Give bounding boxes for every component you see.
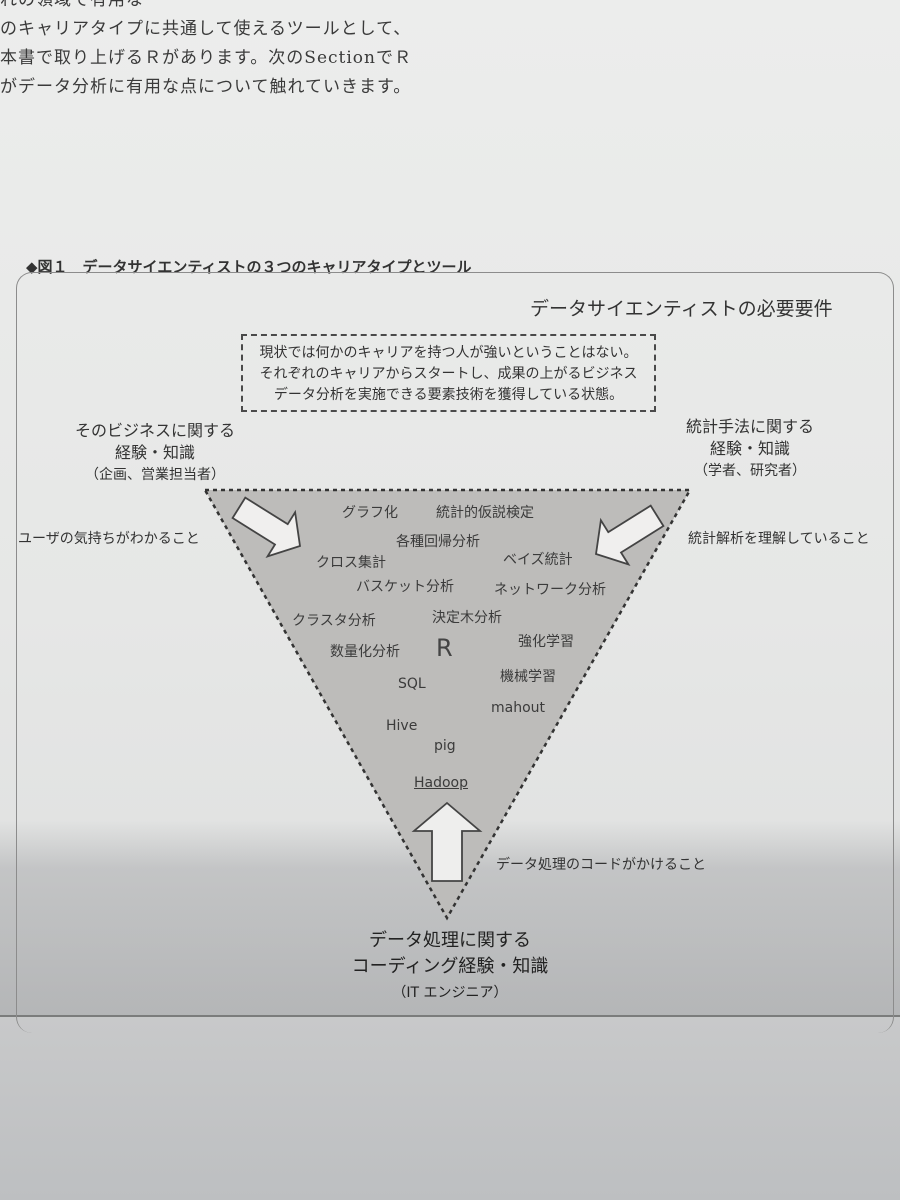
figure-caption: ◆図１ データサイエンティストの３つのキャリアタイプとツール <box>26 258 472 276</box>
term-hadoop: Hadoop <box>414 775 469 791</box>
term-pig: pig <box>434 738 456 754</box>
body-line: のキャリアタイプに共通して使えるツールとして、 <box>0 19 412 39</box>
corner-engineering-sub: （IT エンジニア） <box>392 985 508 1001</box>
body-paragraph: れの領域で有用な のキャリアタイプに共通して使えるツールとして、 本書で取り上げ… <box>0 0 430 102</box>
corner-business-sub: （企画、営業担当者） <box>85 467 225 483</box>
note-box: 現状では何かのキャリアを持つ人が強いということはない。 それぞれのキャリアからス… <box>241 334 656 412</box>
note-line: データ分析を実施できる要素技術を獲得している状態。 <box>273 387 624 403</box>
triangle-outline <box>202 488 693 921</box>
body-line: がデータ分析に有用な点について触れていきます。 <box>0 77 412 97</box>
arrow-left-icon <box>231 496 301 558</box>
triangle-fill <box>205 490 690 918</box>
term-hive: Hive <box>386 718 418 734</box>
corner-business-line2: 経験・知識 <box>114 443 195 462</box>
body-line: れの領域で有用な <box>0 0 144 10</box>
term-bayes: ベイズ統計 <box>503 552 573 568</box>
arrow-up-icon <box>411 801 483 882</box>
term-graph: グラフ化 <box>342 505 398 521</box>
term-r: R <box>436 634 453 662</box>
term-cluster: クラスタ分析 <box>292 613 376 629</box>
term-mahout: mahout <box>491 700 546 716</box>
term-tree: 決定木分析 <box>432 610 502 626</box>
corner-engineering-line1: データ処理に関する <box>369 930 531 951</box>
term-quant: 数量化分析 <box>330 644 400 660</box>
term-ml: 機械学習 <box>500 669 556 685</box>
term-network: ネットワーク分析 <box>494 582 606 598</box>
corner-statistics-line1: 統計手法に関する <box>685 417 814 436</box>
body-line: 本書で取り上げるＲがあります。次のSectionでＲ <box>0 48 412 68</box>
term-cross: クロス集計 <box>316 555 386 571</box>
term-regression: 各種回帰分析 <box>396 534 480 550</box>
term-hypothesis: 統計的仮説検定 <box>436 505 534 521</box>
corner-business: そのビジネスに関する 経験・知識 （企画、営業担当者） <box>50 420 260 486</box>
term-reinforce: 強化学習 <box>518 634 574 650</box>
table-surface <box>0 1017 900 1200</box>
corner-statistics-line2: 経験・知識 <box>709 439 790 458</box>
arrow-right-icon <box>595 504 665 566</box>
corner-statistics-sub: （学者、研究者） <box>694 463 806 479</box>
corner-statistics: 統計手法に関する 経験・知識 （学者、研究者） <box>650 416 850 482</box>
side-label-left: ユーザの気持ちがわかること <box>18 531 200 547</box>
corner-engineering: データ処理に関する コーディング経験・知識 （IT エンジニア） <box>300 928 600 1006</box>
figure-frame <box>16 272 894 1033</box>
corner-business-line1: そのビジネスに関する <box>74 421 235 440</box>
term-sql: SQL <box>398 676 426 692</box>
side-label-bottom: データ処理のコードがかけること <box>496 857 706 873</box>
note-line: 現状では何かのキャリアを持つ人が強いということはない。 <box>259 345 638 361</box>
term-basket: バスケット分析 <box>356 579 454 595</box>
corner-engineering-line2: コーディング経験・知識 <box>351 956 549 977</box>
figure-title: データサイエンティストの必要要件 <box>530 298 833 320</box>
note-line: それぞれのキャリアからスタートし、成果の上がるビジネス <box>259 366 638 382</box>
page-edge <box>0 1015 900 1017</box>
side-label-right: 統計解析を理解していること <box>688 531 870 547</box>
